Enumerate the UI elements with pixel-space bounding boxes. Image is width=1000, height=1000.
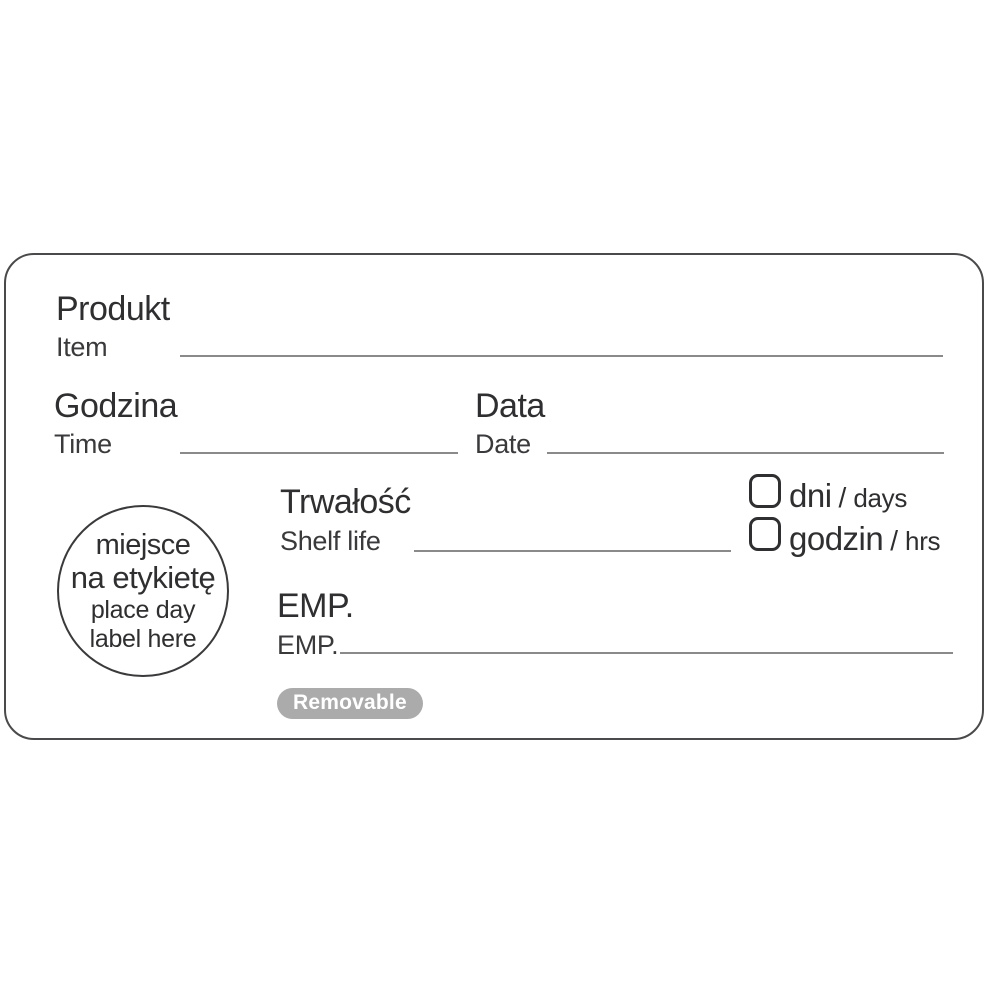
days-unit-separator: / xyxy=(838,482,847,513)
shelf-life-label-en: Shelf life xyxy=(280,526,381,556)
product-input-line[interactable] xyxy=(180,355,943,357)
product-label-pl: Produkt xyxy=(56,290,170,328)
hours-checkbox[interactable] xyxy=(749,517,781,551)
date-label-en: Date xyxy=(475,429,531,459)
date-label-pl: Data xyxy=(475,387,545,425)
employee-label-en: EMP. xyxy=(277,630,339,660)
days-unit-row: dni / days xyxy=(789,479,907,512)
employee-label-pl: EMP. xyxy=(277,587,354,625)
circle-text-line2: na etykietę xyxy=(70,560,216,596)
days-checkbox[interactable] xyxy=(749,474,781,508)
time-label-en: Time xyxy=(54,429,112,459)
days-unit-en: days xyxy=(853,483,908,513)
days-unit-pl: dni xyxy=(789,477,832,514)
product-label-en: Item xyxy=(56,332,108,362)
shelf-life-label-card: Produkt Item Godzina Time Data Date Trwa… xyxy=(4,253,984,740)
circle-text-line4: label here xyxy=(89,624,197,653)
time-label-pl: Godzina xyxy=(54,387,178,425)
shelf-life-input-line[interactable] xyxy=(414,550,731,552)
circle-text-line1: miejsce xyxy=(95,528,191,561)
employee-input-line[interactable] xyxy=(340,652,953,654)
time-input-line[interactable] xyxy=(180,452,458,454)
hours-unit-row: godzin / hrs xyxy=(789,520,941,557)
hours-unit-separator: / xyxy=(890,525,899,556)
shelf-life-label-pl: Trwałość xyxy=(280,483,411,521)
removable-badge: Removable xyxy=(277,688,423,719)
circle-text-line3: place day xyxy=(90,596,196,625)
hours-unit-pl: godzin xyxy=(789,520,884,557)
hours-unit-en: hrs xyxy=(905,526,941,556)
date-input-line[interactable] xyxy=(547,452,944,454)
day-label-placeholder-circle: miejsce na etykietę place day label here xyxy=(57,505,229,677)
